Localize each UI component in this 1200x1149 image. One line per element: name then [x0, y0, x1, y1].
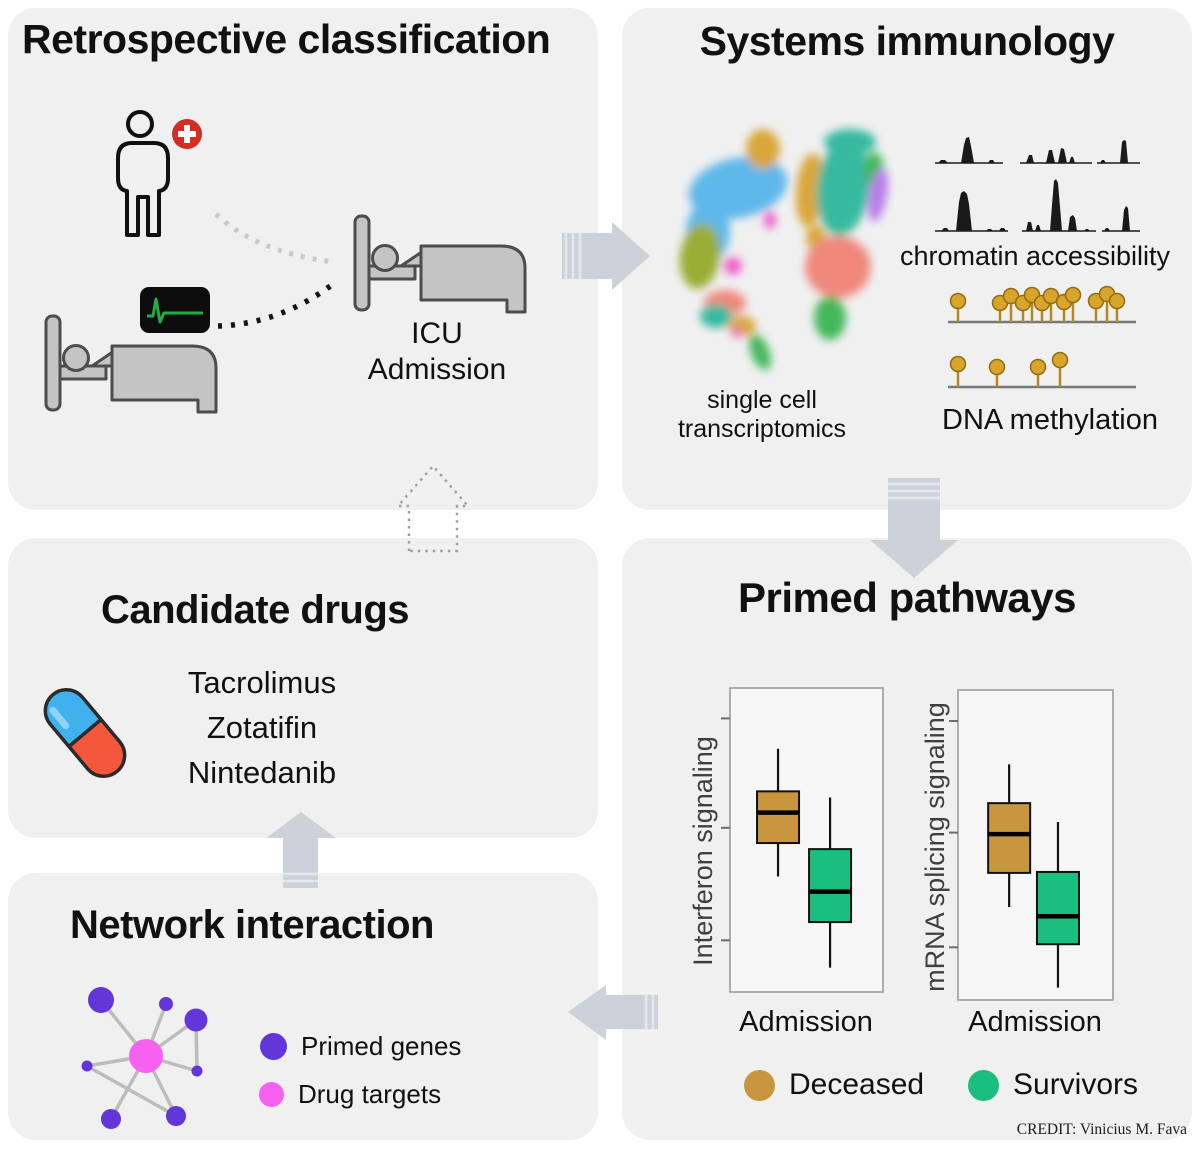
umap-label-line2: transcriptomics: [677, 415, 847, 443]
drug-item-nintedanib: Nintedanib: [187, 755, 337, 790]
survivors-legend-dot: [968, 1069, 999, 1101]
umap-label-line1: single cell: [707, 386, 817, 414]
panel-retrospective-classification: [8, 8, 598, 510]
panel-title-primed: Primed pathways: [738, 574, 1076, 621]
drug-targets-legend-label: Drug targets: [298, 1079, 442, 1109]
y-axis-label-mrna-splicing: mRNA splicing signaling: [920, 702, 950, 992]
panel-title-drugs: Candidate drugs: [100, 588, 410, 632]
icu-label-line1: ICU: [411, 317, 463, 350]
single-cell-transcriptomics-label: single cell transcriptomics: [632, 386, 892, 444]
deceased-legend-label: Deceased: [789, 1068, 925, 1101]
y-axis-label-interferon: Interferon signaling: [688, 736, 718, 966]
survivors-legend-label: Survivors: [1013, 1068, 1139, 1101]
x-axis-label-admission-2: Admission: [968, 1006, 1102, 1038]
panel-title-systems: Systems immunology: [699, 18, 1115, 64]
x-axis-label-admission-1: Admission: [739, 1006, 873, 1038]
icu-label-line2: Admission: [367, 353, 507, 386]
chromatin-accessibility-label: chromatin accessibility: [899, 241, 1171, 271]
credit-line: CREDIT: Vinicius M. Fava: [1016, 1121, 1187, 1138]
drug-targets-legend-dot: [259, 1082, 284, 1107]
panel-title-network: Network interaction: [70, 903, 434, 947]
drug-item-tacrolimus: Tacrolimus: [187, 665, 337, 700]
panel-title-retrospective: Retrospective classification: [22, 16, 551, 62]
panel-candidate-drugs: [8, 538, 598, 838]
dna-methylation-label: DNA methylation: [942, 404, 1158, 436]
drug-item-zotatifin: Zotatifin: [206, 710, 318, 745]
deceased-legend-dot: [744, 1069, 775, 1101]
legend-item-deceased: Deceased: [744, 1068, 924, 1102]
primed-genes-legend-label: Primed genes: [301, 1031, 462, 1061]
legend-item-primed-genes: Primed genes: [260, 1031, 461, 1062]
primed-genes-legend-dot: [260, 1033, 287, 1060]
legend-item-survivors: Survivors: [968, 1068, 1138, 1102]
legend-item-drug-targets: Drug targets: [259, 1079, 441, 1110]
icu-admission-label: ICU Admission: [337, 316, 537, 388]
candidate-drug-list: Tacrolimus Zotatifin Nintedanib: [112, 660, 412, 795]
